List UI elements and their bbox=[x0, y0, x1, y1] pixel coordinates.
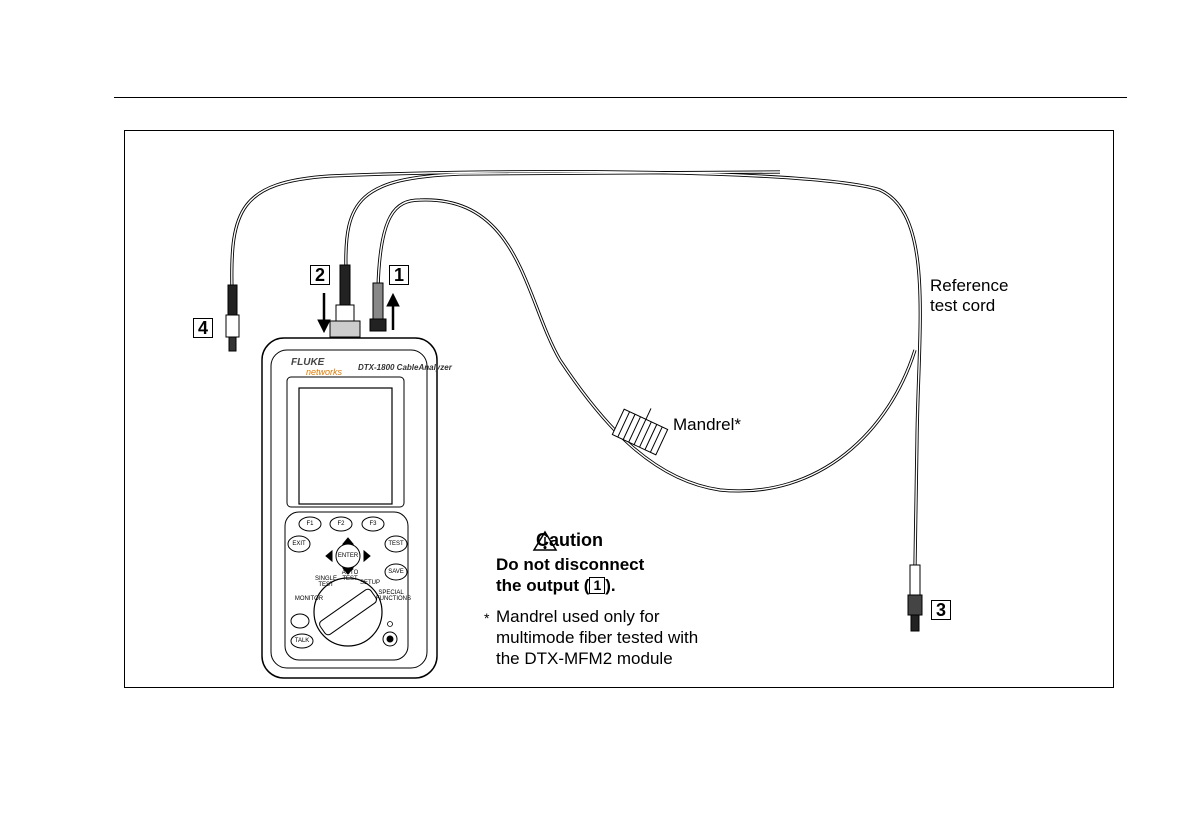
caution-title: Caution bbox=[536, 530, 603, 551]
callout-3: 3 bbox=[931, 600, 951, 620]
caution-body: Do not disconnect the output (1). bbox=[496, 554, 644, 596]
device-brand-sub: networks bbox=[306, 367, 342, 377]
connector-3-icon bbox=[908, 565, 922, 631]
key-test[interactable]: TEST bbox=[385, 535, 407, 553]
arrow-up-1 bbox=[387, 294, 399, 330]
dial-single-test: SINGLE TEST bbox=[314, 576, 338, 588]
dial-special-functions: SPECIAL FUNCTIONS bbox=[376, 590, 406, 602]
dtx-device bbox=[262, 338, 437, 678]
reference-cord-2 bbox=[346, 172, 780, 270]
key-f2[interactable]: F2 bbox=[333, 515, 349, 533]
caution-line-2-prefix: the output ( bbox=[496, 576, 589, 595]
caution-line-2: the output (1). bbox=[496, 575, 644, 596]
device-model: DTX-1800 CableAnalyzer bbox=[358, 363, 452, 372]
note-line-1: Mandrel used only for bbox=[496, 606, 698, 627]
connector-4-icon bbox=[226, 285, 239, 351]
key-save[interactable]: SAVE bbox=[385, 563, 407, 581]
arrow-down-2 bbox=[318, 293, 330, 332]
callout-4: 4 bbox=[193, 318, 213, 338]
dial-auto-test: AUTO TEST bbox=[340, 570, 360, 582]
key-enter[interactable]: ENTER bbox=[336, 547, 360, 565]
callout-1: 1 bbox=[389, 265, 409, 285]
note-line-3: the DTX-MFM2 module bbox=[496, 648, 698, 669]
key-talk[interactable]: TALK bbox=[291, 632, 313, 650]
key-exit[interactable]: EXIT bbox=[288, 535, 310, 553]
mandrel-icon bbox=[612, 398, 672, 455]
caution-ref-box: 1 bbox=[589, 577, 605, 594]
key-f3[interactable]: F3 bbox=[365, 515, 381, 533]
reference-label-2: test cord bbox=[930, 296, 995, 316]
reference-label-1: Reference bbox=[930, 276, 1008, 296]
key-f1[interactable]: F1 bbox=[302, 515, 318, 533]
note-asterisk: * bbox=[484, 608, 489, 629]
callout-2: 2 bbox=[310, 265, 330, 285]
caution-line-1: Do not disconnect bbox=[496, 554, 644, 575]
note-line-2: multimode fiber tested with bbox=[496, 627, 698, 648]
mandrel-label: Mandrel* bbox=[673, 415, 741, 435]
caution-line-2-suffix: ). bbox=[605, 576, 615, 595]
dial-monitor: MONITOR bbox=[294, 590, 324, 608]
